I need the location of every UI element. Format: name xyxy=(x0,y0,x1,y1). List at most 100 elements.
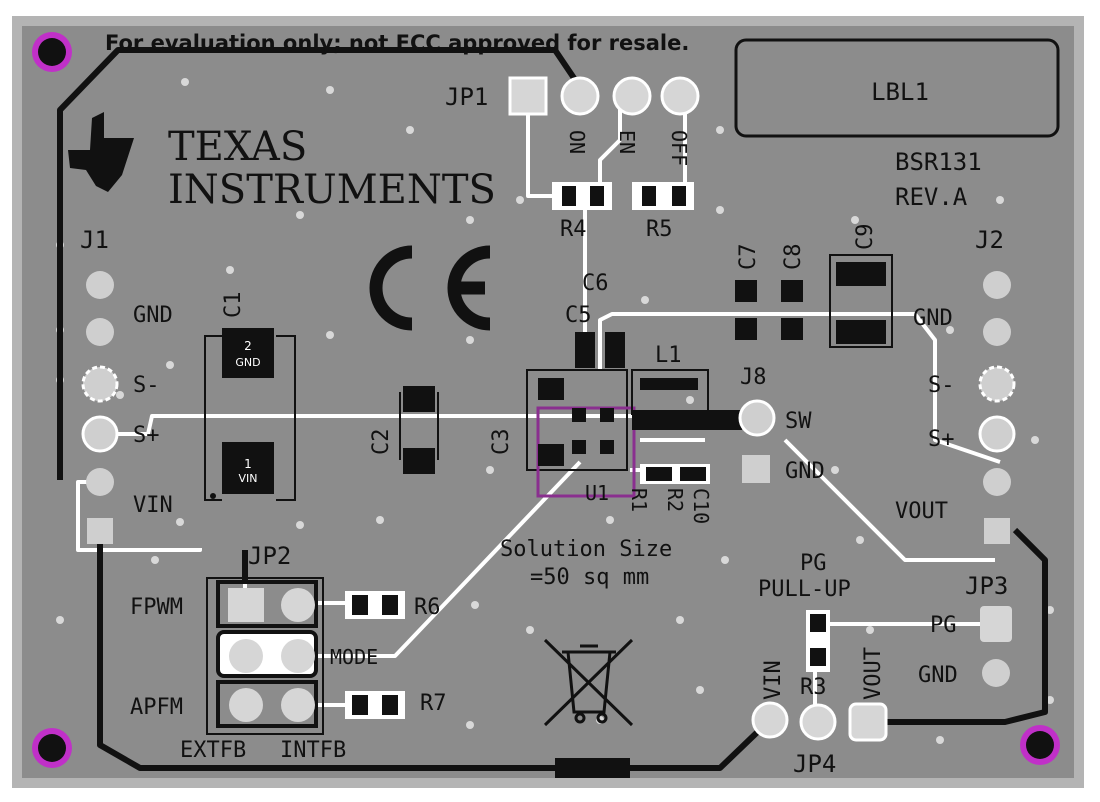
j2-ref: J2 xyxy=(975,226,1004,254)
j8-ref: J8 xyxy=(740,365,767,390)
jp2-label-apfm: APFM xyxy=(130,695,183,720)
label-box-text: LBL1 xyxy=(871,78,929,106)
r1-ref: R1 xyxy=(627,488,651,512)
jp3-title-pg: PG xyxy=(800,551,827,576)
c1-outline xyxy=(204,335,296,501)
c9-pad-1 xyxy=(836,262,886,286)
c2-pad-1 xyxy=(403,386,435,412)
j1-label-s-minus: S- xyxy=(133,373,160,398)
j2-label-s-plus: S+ xyxy=(928,427,955,452)
j1-pin-s-plus xyxy=(81,415,119,453)
j1-label-gnd: GND xyxy=(133,303,173,328)
jp2-ref: JP2 xyxy=(248,542,291,570)
j2-pin-gnd xyxy=(983,318,1011,346)
j1-pin-square xyxy=(87,518,113,544)
l1-sw-pad xyxy=(632,410,742,430)
ce-mark-icon xyxy=(369,245,491,331)
jp3-label-gnd: GND xyxy=(918,663,958,688)
j8-pin-gnd xyxy=(742,455,770,483)
c8-ref: C8 xyxy=(781,244,806,271)
j1-label-s-plus: S+ xyxy=(133,423,160,448)
jp4-ref: JP4 xyxy=(793,750,836,778)
ti-logo: TEXAS INSTRUMENTS xyxy=(68,112,496,213)
jp1-label-on: ON xyxy=(565,130,589,154)
r2-ref: R2 xyxy=(663,488,687,512)
j1-pin-extra xyxy=(86,271,114,299)
svg-text:1: 1 xyxy=(244,457,252,471)
jp4-label-vin: VIN xyxy=(761,660,786,700)
c9-pad-2 xyxy=(836,320,886,344)
c1-pad-1 xyxy=(222,442,274,494)
c6-pad xyxy=(605,332,625,368)
texas-state-icon xyxy=(68,112,134,192)
evaluation-notice: For evaluation only; not FCC approved fo… xyxy=(105,31,689,55)
c9-ref: C9 xyxy=(853,224,878,251)
r6-ref: R6 xyxy=(414,595,441,620)
power-traces xyxy=(57,47,1048,771)
c7-ref: C7 xyxy=(736,244,761,271)
jp1-ref: JP1 xyxy=(445,83,488,111)
solution-size-line1: Solution Size xyxy=(500,537,672,562)
j2-label-gnd: GND xyxy=(913,306,953,331)
label-box xyxy=(734,38,1060,138)
weee-bin-icon xyxy=(543,638,634,727)
c1-pad-2 xyxy=(222,328,274,378)
r5-ref: R5 xyxy=(646,217,673,242)
j8-pin-sw xyxy=(738,399,776,437)
j2-label-vout: VOUT xyxy=(895,499,948,524)
jp1-pin-4 xyxy=(660,76,700,116)
mounting-holes xyxy=(32,32,1060,768)
jp2-pin-3 xyxy=(229,639,263,673)
jp2-label-mode: MODE xyxy=(330,645,378,669)
jp4-pin-2 xyxy=(799,703,837,741)
svg-text:2: 2 xyxy=(244,339,252,353)
c1-pad-1-label: VIN xyxy=(239,472,258,485)
j8-label-gnd: GND xyxy=(785,459,825,484)
r4-ref: R4 xyxy=(560,217,587,242)
u1-ref: U1 xyxy=(585,481,609,505)
jp2-pin-4 xyxy=(281,639,315,673)
jp2-pin-5 xyxy=(229,688,263,722)
jp1-pin-1 xyxy=(508,76,548,116)
jp1-pin-2 xyxy=(560,76,600,116)
c10-ref: C10 xyxy=(689,488,713,524)
l1-ref: L1 xyxy=(655,343,682,368)
c1-pad-2-label: GND xyxy=(235,356,260,369)
bottom-pad-bar xyxy=(555,758,630,778)
jp2-label-fpwm: FPWM xyxy=(130,595,183,620)
r7-ref: R7 xyxy=(420,691,447,716)
j2-pin-vout xyxy=(983,468,1011,496)
jp3-ref: JP3 xyxy=(965,572,1008,600)
c3-ref: C3 xyxy=(489,429,514,456)
jp4-pin-3 xyxy=(848,702,888,742)
revision: REV.A xyxy=(895,183,968,211)
jp2-pin-1 xyxy=(228,588,264,622)
c1-ref: C1 xyxy=(221,292,246,319)
jp1-pin-3 xyxy=(612,76,652,116)
c5-ref: C5 xyxy=(565,303,592,328)
jp3-label-pg: PG xyxy=(930,613,957,638)
logo-line-instruments: INSTRUMENTS xyxy=(168,167,496,213)
board-copper xyxy=(22,26,1074,778)
c2-pad-2 xyxy=(403,448,435,474)
j1-pin-s-minus xyxy=(81,365,119,403)
jp3-pin-gnd xyxy=(982,659,1010,687)
jp2-label-intfb: INTFB xyxy=(280,738,346,763)
j2-pin-s-plus xyxy=(978,415,1016,453)
jp1-label-en: EN xyxy=(615,130,639,154)
jp3-pin-pg xyxy=(980,606,1012,642)
j1-pin-vin xyxy=(86,468,114,496)
jp2-label-extfb: EXTFB xyxy=(180,738,246,763)
jp4-label-vout: VOUT xyxy=(861,647,886,700)
j8-label-sw: SW xyxy=(785,409,812,434)
jp1-label-off: OFF xyxy=(667,130,691,166)
j1-label-vin: VIN xyxy=(133,493,173,518)
c5-pad xyxy=(575,332,595,368)
j2-label-s-minus: S- xyxy=(928,373,955,398)
j1-pin-gnd xyxy=(86,318,114,346)
c2-ref: C2 xyxy=(369,429,394,456)
j1-ref: J1 xyxy=(80,226,109,254)
c6-ref: C6 xyxy=(582,271,609,296)
jp3-title-pullup: PULL-UP xyxy=(758,577,851,602)
